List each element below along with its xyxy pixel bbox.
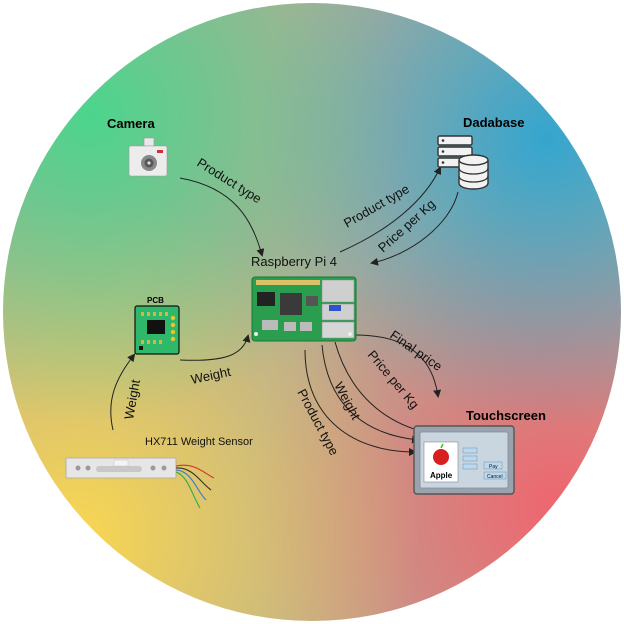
screen-pay-button[interactable]	[483, 461, 503, 470]
arrow-pi-to-screen-price	[334, 341, 426, 435]
edge-label-pi-to-screen-final: Final price	[387, 327, 445, 374]
arrow-camera-to-pi	[179, 177, 265, 257]
load-cell-icon	[65, 457, 215, 509]
node-title-raspberry: Raspberry Pi 4	[251, 254, 337, 269]
arrow-pi-to-screen-weight	[321, 344, 420, 444]
node-title-camera: Camera	[107, 116, 155, 131]
screen-item-label: Apple	[430, 471, 453, 480]
edge-label-sensor-to-pcb: Weight	[121, 378, 143, 421]
node-title-database: Dadabase	[463, 115, 524, 130]
node-title-hx711: HX711 Weight Sensor	[145, 436, 253, 448]
node-title-touchscreen: Touchscreen	[466, 408, 546, 423]
edge-label-pi-to-screen-product: Product type	[294, 386, 342, 457]
arrow-pi-to-database	[339, 166, 442, 253]
raspberry-pi-icon	[251, 276, 357, 342]
arrow-sensor-to-pcb	[110, 353, 136, 431]
node-title-pcb: PCB	[147, 296, 164, 305]
edge-label-pcb-to-pi: Weight	[190, 364, 233, 387]
arrow-pi-to-screen-product	[304, 349, 417, 456]
screen-cancel-label: Cancel	[487, 474, 503, 480]
screen-cancel-button[interactable]	[483, 471, 507, 480]
screen-pay-label: Pay	[489, 464, 498, 470]
arrow-pi-to-screen-final	[354, 334, 442, 398]
arrow-database-to-pi	[370, 191, 459, 266]
camera-icon	[128, 137, 168, 177]
database-icon	[437, 135, 489, 190]
pcb-icon	[134, 305, 180, 355]
arrow-pcb-to-pi	[179, 334, 251, 361]
touchscreen-icon	[413, 425, 515, 495]
edge-label-pi-to-screen-weight: Weight	[331, 379, 363, 422]
